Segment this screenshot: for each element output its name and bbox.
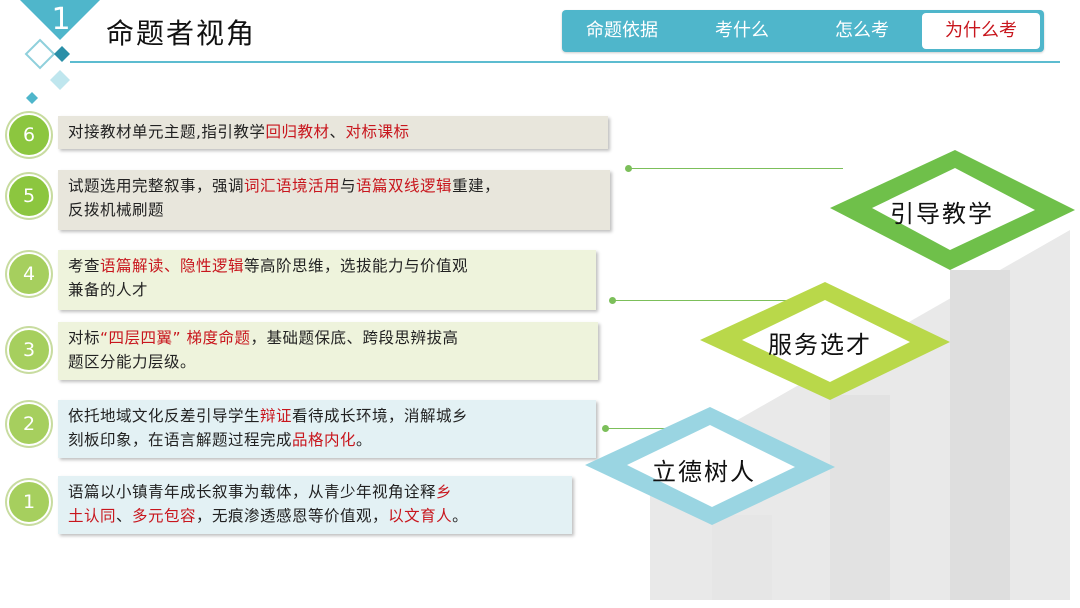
page-number: 1: [51, 2, 71, 37]
statement-line: 反拨机械刷题: [68, 198, 600, 222]
highlight-text: 以文育人: [388, 507, 453, 525]
tab-what[interactable]: 考什么: [715, 20, 769, 41]
statement-text: 兼备的人才: [68, 281, 149, 299]
tab-why[interactable]: 为什么考: [922, 13, 1040, 49]
list-item: 1 语篇以小镇青年成长叙事为载体，从青少年视角诠释乡土认同、多元包容，无痕渗透感…: [0, 476, 620, 536]
statement-line: 语篇以小镇青年成长叙事为载体，从青少年视角诠释乡: [68, 480, 562, 504]
statement-line: 试题选用完整叙事，强调词汇语境活用与语篇双线逻辑重建，: [68, 174, 600, 198]
statement-text: 重建，: [452, 177, 501, 195]
highlight-text: 对标课标: [345, 123, 410, 141]
list-item: 3 对标“四层四翼” 梯度命题，基础题保底、跨段思辨拔高题区分能力层级。: [0, 322, 620, 382]
highlight-text: 品格内化: [292, 431, 357, 449]
tab-bar: 命题依据 考什么 怎么考 为什么考: [562, 10, 1044, 52]
step-label-top: 引导教学: [890, 200, 994, 228]
page-title: 命题者视角: [106, 17, 257, 50]
statement-text: 反拨机械刷题: [68, 201, 165, 219]
list-item: 2 依托地域文化反差引导学生辩证看待成长环境，消解城乡刻板印象，在语言解题过程完…: [0, 400, 620, 460]
statement-text: 。: [452, 507, 469, 525]
statement-card: 依托地域文化反差引导学生辩证看待成长环境，消解城乡刻板印象，在语言解题过程完成品…: [58, 400, 596, 458]
highlight-text: 多元包容: [132, 507, 197, 525]
number-badge: 4: [7, 252, 51, 296]
statement-text: 考查: [68, 257, 101, 275]
statement-text: 刻板印象，在语言解题过程完成: [68, 431, 293, 449]
statement-text: 等高阶思维，选拔能力与价值观: [244, 257, 469, 275]
statement-line: 考查语篇解读、隐性逻辑等高阶思维，选拔能力与价值观: [68, 254, 586, 278]
number-badge: 2: [7, 402, 51, 446]
number-badge: 1: [7, 480, 51, 524]
statement-card: 试题选用完整叙事，强调词汇语境活用与语篇双线逻辑重建， 反拨机械刷题: [58, 170, 610, 230]
step-label-middle: 服务选才: [768, 331, 872, 359]
statement-text: 依托地域文化反差引导学生: [68, 407, 261, 425]
number-badge: 3: [7, 328, 51, 372]
list-item: 6 对接教材单元主题,指引教学回归教材、对标课标: [0, 103, 620, 163]
statement-line: 对标“四层四翼” 梯度命题，基础题保底、跨段思辨拔高: [68, 326, 588, 350]
highlight-text: 乡: [436, 483, 453, 501]
statement-line: 刻板印象，在语言解题过程完成品格内化。: [68, 428, 586, 452]
list-item: 5 试题选用完整叙事，强调词汇语境活用与语篇双线逻辑重建， 反拨机械刷题: [0, 170, 620, 230]
connector-line: [609, 297, 787, 304]
statement-line: 依托地域文化反差引导学生辩证看待成长环境，消解城乡: [68, 404, 586, 428]
step-label-bottom: 立德树人: [652, 458, 756, 486]
statement-text: 试题选用完整叙事，强调: [68, 177, 245, 195]
tab-basis[interactable]: 命题依据: [586, 20, 658, 41]
statement-text: ，基础题保底、跨段思辨拔高: [250, 329, 459, 347]
connector-line: [625, 165, 843, 172]
statement-text: 、: [329, 123, 346, 141]
highlight-text: 词汇语境活用: [244, 177, 341, 195]
statement-line: 土认同、多元包容，无痕渗透感恩等价值观，以文育人。: [68, 504, 562, 528]
statement-text: 与: [340, 177, 357, 195]
highlight-text: 语篇双线逻辑: [356, 177, 453, 195]
header-corner-decoration: [20, 0, 100, 104]
highlight-text: 辩证: [260, 407, 293, 425]
statement-text: 语篇以小镇青年成长叙事为载体，从青少年视角诠释: [68, 483, 437, 501]
tab-how[interactable]: 怎么考: [835, 20, 889, 41]
connector-line: [602, 425, 705, 432]
statement-line: 对接教材单元主题,指引教学回归教材、对标课标: [68, 120, 598, 144]
list-item: 4 考查语篇解读、隐性逻辑等高阶思维，选拔能力与价值观兼备的人才: [0, 250, 620, 310]
statement-card: 对接教材单元主题,指引教学回归教材、对标课标: [58, 116, 608, 149]
statement-text: 。: [356, 431, 373, 449]
statement-card: 语篇以小镇青年成长叙事为载体，从青少年视角诠释乡土认同、多元包容，无痕渗透感恩等…: [58, 476, 572, 534]
statement-text: 对标: [68, 329, 101, 347]
statement-line: 兼备的人才: [68, 278, 586, 302]
highlight-text: 回归教材: [265, 123, 330, 141]
statement-card: 对标“四层四翼” 梯度命题，基础题保底、跨段思辨拔高题区分能力层级。: [58, 322, 598, 380]
statement-card: 考查语篇解读、隐性逻辑等高阶思维，选拔能力与价值观兼备的人才: [58, 250, 596, 310]
statement-text: ，无痕渗透感恩等价值观，: [196, 507, 389, 525]
number-badge: 6: [7, 113, 51, 157]
highlight-text: 语篇解读、隐性逻辑: [100, 257, 245, 275]
header-divider: [70, 61, 1060, 63]
statement-text: 题区分能力层级。: [68, 353, 197, 371]
statement-line: 题区分能力层级。: [68, 350, 588, 374]
highlight-text: 土认同: [68, 507, 117, 525]
statement-text: 、: [116, 507, 133, 525]
number-badge: 5: [7, 174, 51, 218]
highlight-text: “四层四翼” 梯度命题: [100, 329, 251, 347]
statement-text: 看待成长环境，消解城乡: [292, 407, 469, 425]
statement-text: 对接教材单元主题,指引教学: [68, 123, 266, 141]
